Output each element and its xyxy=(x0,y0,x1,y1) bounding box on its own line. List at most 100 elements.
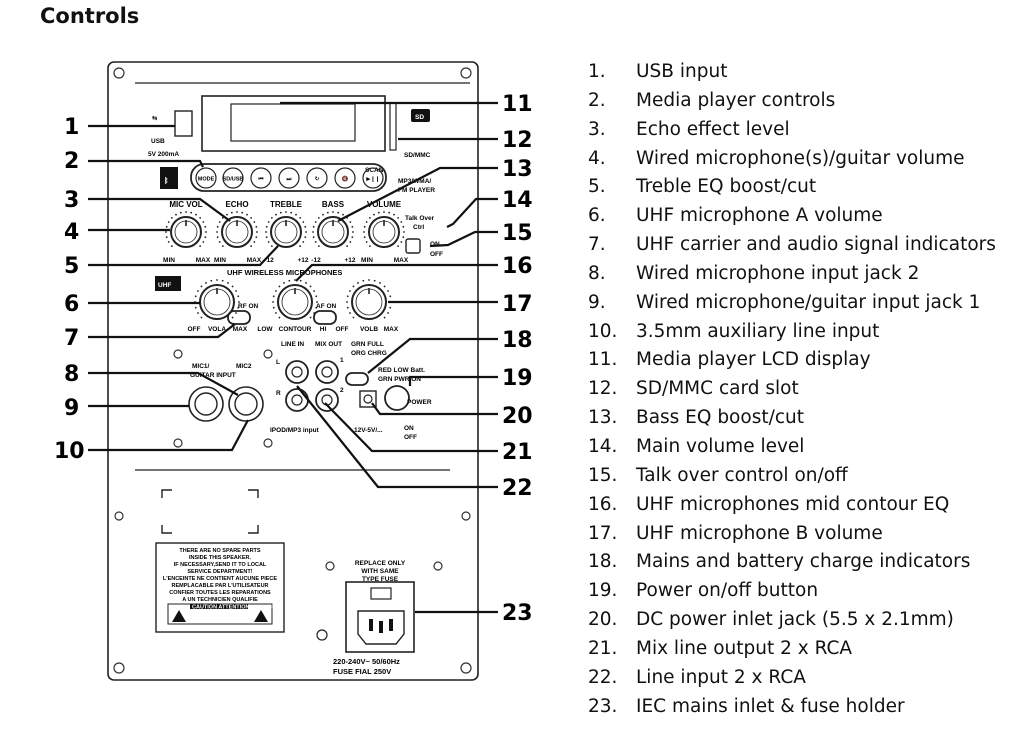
scale-label: OFF xyxy=(336,326,349,333)
legend-item: 11.Media player LCD display xyxy=(588,346,996,375)
legend-number: 10. xyxy=(588,320,618,342)
uhf-title: UHF WIRELESS MICROPHONES xyxy=(227,268,342,277)
legend-number: 13. xyxy=(588,407,618,429)
legend-text: Power on/off button xyxy=(636,580,819,602)
leader-line xyxy=(295,263,498,282)
warning-triangle-icon xyxy=(254,610,268,622)
legend-number: 4. xyxy=(588,147,606,169)
player-button[interactable]: ▶❙❙ xyxy=(362,167,384,189)
callout-number: 17 xyxy=(502,292,533,317)
callout-number: 14 xyxy=(502,188,533,213)
callout-number: 12 xyxy=(502,128,533,153)
warning-text-line: A UN TECHNICIEN QUALIFIE xyxy=(182,597,258,603)
talkover-switch[interactable] xyxy=(405,238,421,254)
ground-icon xyxy=(316,629,328,641)
knob-volume[interactable] xyxy=(363,211,405,248)
callout-16: 16 xyxy=(295,254,533,282)
knob-label: VOLUME xyxy=(367,200,402,209)
scan-label: SCAN xyxy=(365,167,384,174)
legend-text: Main volume level xyxy=(636,435,805,457)
legend-number: 15. xyxy=(588,464,618,486)
mains-rating-2: FUSE FIAL 250V xyxy=(333,667,391,676)
af-indicator xyxy=(313,310,337,325)
legend-text: UHF microphone B volume xyxy=(636,522,883,544)
player-button[interactable]: ⏮ xyxy=(250,167,272,189)
legend-item: 12.SD/MMC card slot xyxy=(588,375,996,404)
legend-text: UHF microphone A volume xyxy=(636,205,883,227)
bracket-marks xyxy=(161,489,259,534)
usb-label: USB xyxy=(151,138,165,145)
power-button[interactable] xyxy=(384,385,410,411)
knob-uhf-contour[interactable] xyxy=(272,279,318,320)
rca-jack xyxy=(285,360,309,384)
mains-rating-1: 220-240V~ 50/60Hz xyxy=(333,657,400,666)
legend-item: 15.Talk over control on/off xyxy=(588,462,996,491)
legend-text: Treble EQ boost/cut xyxy=(636,176,817,198)
player-label-2: FM PLAYER xyxy=(398,187,435,194)
scale-label: MIN xyxy=(214,257,226,264)
callout-number: 1 xyxy=(64,115,79,140)
switch-off-label: OFF xyxy=(430,251,443,258)
legend-item: 2.Media player controls xyxy=(588,87,996,116)
legend-text: 3.5mm auxiliary line input xyxy=(636,320,880,342)
scale-label: MAX xyxy=(384,326,399,333)
grn-full-label: GRN FULL xyxy=(351,341,384,348)
legend-number: 20. xyxy=(588,609,618,631)
legend-text: Echo effect level xyxy=(636,118,790,140)
leader-line xyxy=(324,402,498,453)
bluetooth-icon xyxy=(160,167,178,189)
scale-label: MIN xyxy=(361,257,373,264)
leader-line xyxy=(371,402,498,416)
knob-bass[interactable] xyxy=(312,211,354,248)
knob-treble[interactable] xyxy=(265,211,307,248)
scale-label: VOLA xyxy=(208,326,226,333)
player-button[interactable]: ↻ xyxy=(306,167,328,189)
knob-label: MIC VOL xyxy=(169,200,202,209)
fuse-text-line: TYPE FUSE xyxy=(362,576,399,583)
leader-line xyxy=(429,230,498,248)
legend-item: 19.Power on/off button xyxy=(588,577,996,606)
callout-17: 17 xyxy=(388,292,533,317)
callout-number: 7 xyxy=(64,326,79,351)
legend-text: USB input xyxy=(636,61,728,82)
legend-number: 17. xyxy=(588,522,618,544)
callout-number: 18 xyxy=(502,328,533,353)
knob-uhf-a-volume[interactable] xyxy=(194,279,240,320)
legend-number: 11. xyxy=(588,349,618,371)
legend-item: 14.Main volume level xyxy=(588,433,996,462)
ch-r-label: R xyxy=(276,390,281,397)
player-button[interactable]: MODE xyxy=(195,167,217,189)
player-button[interactable]: ⏭ xyxy=(278,167,300,189)
warning-text-line: THERE ARE NO SPARE PARTS xyxy=(179,548,261,554)
legend-item: 1. USB input xyxy=(588,58,996,87)
knob-echo[interactable] xyxy=(216,211,258,248)
charge-indicator xyxy=(345,372,369,386)
power-on-label: ON xyxy=(404,425,414,432)
sd-badge-text: SD xyxy=(415,114,424,121)
svg-text:ᛒ: ᛒ xyxy=(164,176,169,185)
knob-mic-vol[interactable] xyxy=(165,211,207,248)
callout-number: 15 xyxy=(502,221,533,246)
warning-label xyxy=(155,542,285,633)
scale-label: HI xyxy=(320,326,327,333)
legend-text: UHF carrier and audio signal indicators xyxy=(636,234,996,256)
ch-l-label: L xyxy=(276,359,280,366)
callout-number: 4 xyxy=(64,220,79,245)
player-button[interactable]: SD/USB xyxy=(222,167,244,189)
sd-label: SD/MMC xyxy=(404,152,431,159)
leader-line xyxy=(88,419,249,452)
legend-item: 21.Mix line output 2 x RCA xyxy=(588,635,996,664)
callout-12: 12 xyxy=(398,128,533,153)
legend-text: Wired microphone(s)/guitar volume xyxy=(636,147,965,169)
callout-10: 10 xyxy=(54,419,249,464)
leader-line xyxy=(88,159,204,168)
player-button[interactable]: 🔇 xyxy=(334,167,356,189)
player-button-label: SD/USB xyxy=(223,177,244,183)
lcd-display xyxy=(230,103,356,142)
sd-slot xyxy=(389,102,397,151)
af-on-label: AF ON xyxy=(316,303,337,310)
legend-number: 1. xyxy=(588,61,606,82)
scale-label: +12 xyxy=(297,257,308,264)
knob-uhf-b-volume[interactable] xyxy=(346,279,392,320)
